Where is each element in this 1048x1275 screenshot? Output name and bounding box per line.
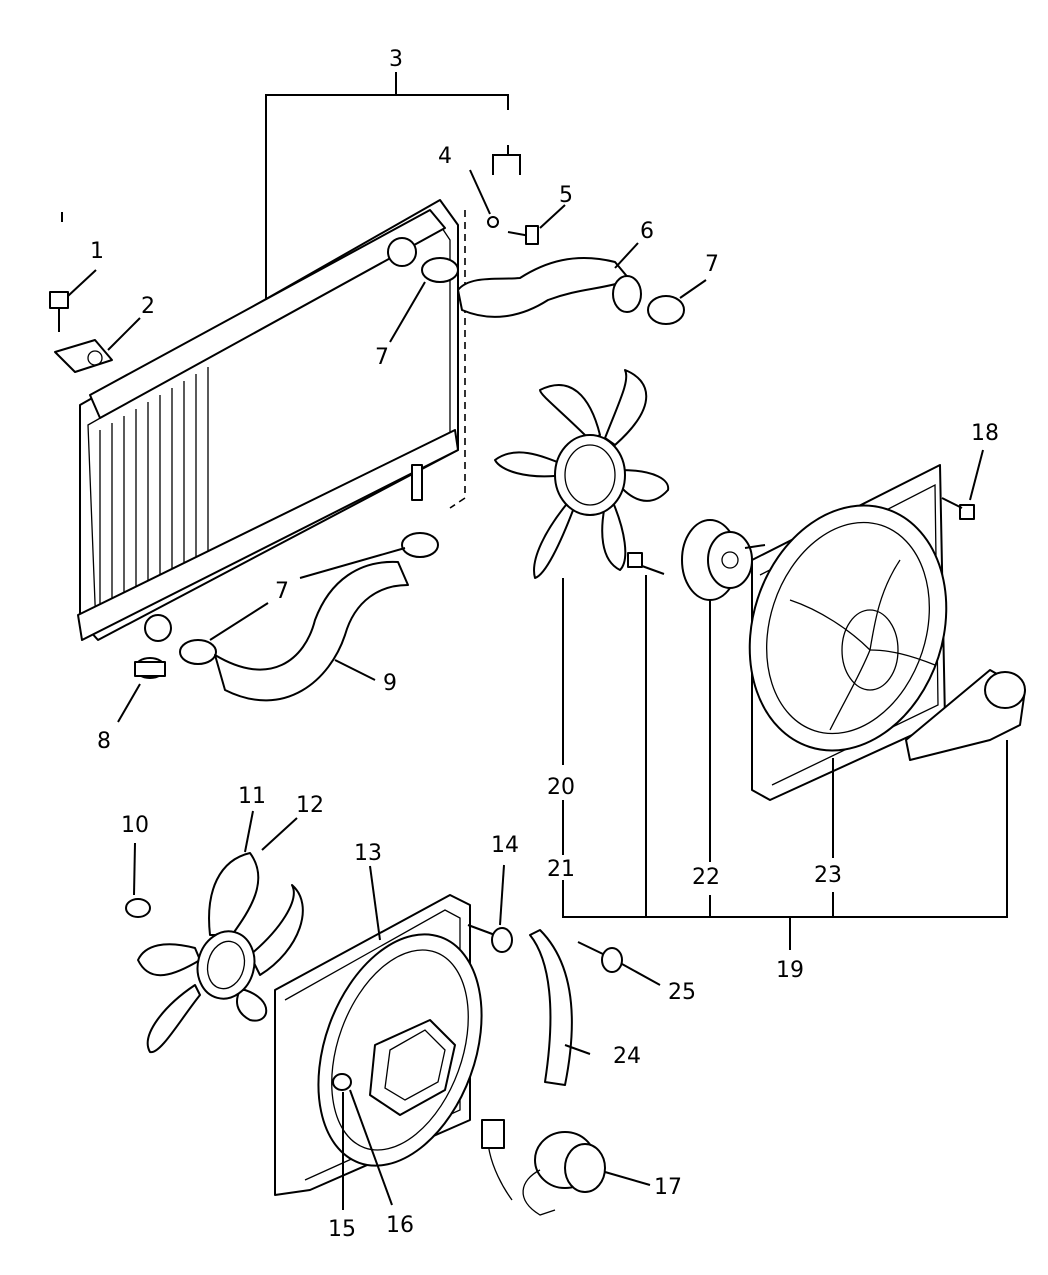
grommet-8	[117, 657, 166, 723]
callout-12: 12	[296, 793, 324, 818]
screw-5	[507, 204, 566, 245]
clamp-7	[179, 257, 707, 665]
fan-20	[494, 369, 670, 579]
callout-1: 1	[90, 239, 104, 264]
callout-13: 13	[354, 841, 382, 866]
bracket-line-19	[562, 575, 1008, 950]
bolt-25	[577, 941, 661, 986]
nut-10	[125, 842, 151, 918]
bracket-2	[54, 317, 141, 373]
bolt-21	[627, 552, 665, 575]
callout-17: 17	[654, 1175, 682, 1200]
clip-4	[487, 216, 499, 228]
motor-22	[681, 519, 766, 601]
callout-5: 5	[559, 183, 573, 208]
bolt-14	[467, 864, 513, 953]
shroud-23	[748, 464, 948, 801]
nut-15	[332, 1073, 352, 1091]
callout-25: 25	[668, 980, 696, 1005]
callout-11: 11	[238, 784, 266, 809]
callout-7-lower-clamp: 7	[275, 579, 289, 604]
callout-10: 10	[121, 813, 149, 838]
bolt-1	[49, 269, 97, 332]
callout-3: 3	[389, 47, 403, 72]
callout-7-outlet-clamp: 7	[705, 252, 719, 277]
callout-20: 20	[547, 775, 575, 800]
callout-24: 24	[613, 1044, 641, 1069]
callout-22: 22	[692, 865, 720, 890]
callout-23: 23	[814, 863, 842, 888]
bracket-line-3	[265, 94, 509, 300]
motor-17	[481, 1119, 651, 1216]
lower-hose-9	[214, 560, 409, 702]
fan-11	[137, 810, 304, 1054]
bolt-18	[941, 449, 984, 520]
callout-19: 19	[776, 958, 804, 983]
shroud-13	[274, 865, 483, 1196]
strap-24	[529, 929, 591, 1086]
callout-2: 2	[141, 294, 155, 319]
callout-14: 14	[491, 833, 519, 858]
radiator	[77, 199, 459, 642]
motor-bracket	[369, 1019, 456, 1116]
callout-4: 4	[438, 144, 452, 169]
callout-16: 16	[386, 1213, 414, 1238]
callout-21: 21	[547, 857, 575, 882]
guard-bracket	[905, 669, 1026, 761]
callout-labels: 1 2 3 4 5 6 7 7 7 7 8 9 10 11 12 13 14 1…	[90, 47, 999, 1242]
callout-8: 8	[97, 729, 111, 754]
callout-7-inlet-clamp: 7	[375, 345, 389, 370]
callout-9: 9	[383, 671, 397, 696]
callout-18: 18	[971, 421, 999, 446]
upper-hose-6	[457, 242, 642, 318]
callout-15: 15	[328, 1217, 356, 1242]
callout-6: 6	[640, 219, 654, 244]
